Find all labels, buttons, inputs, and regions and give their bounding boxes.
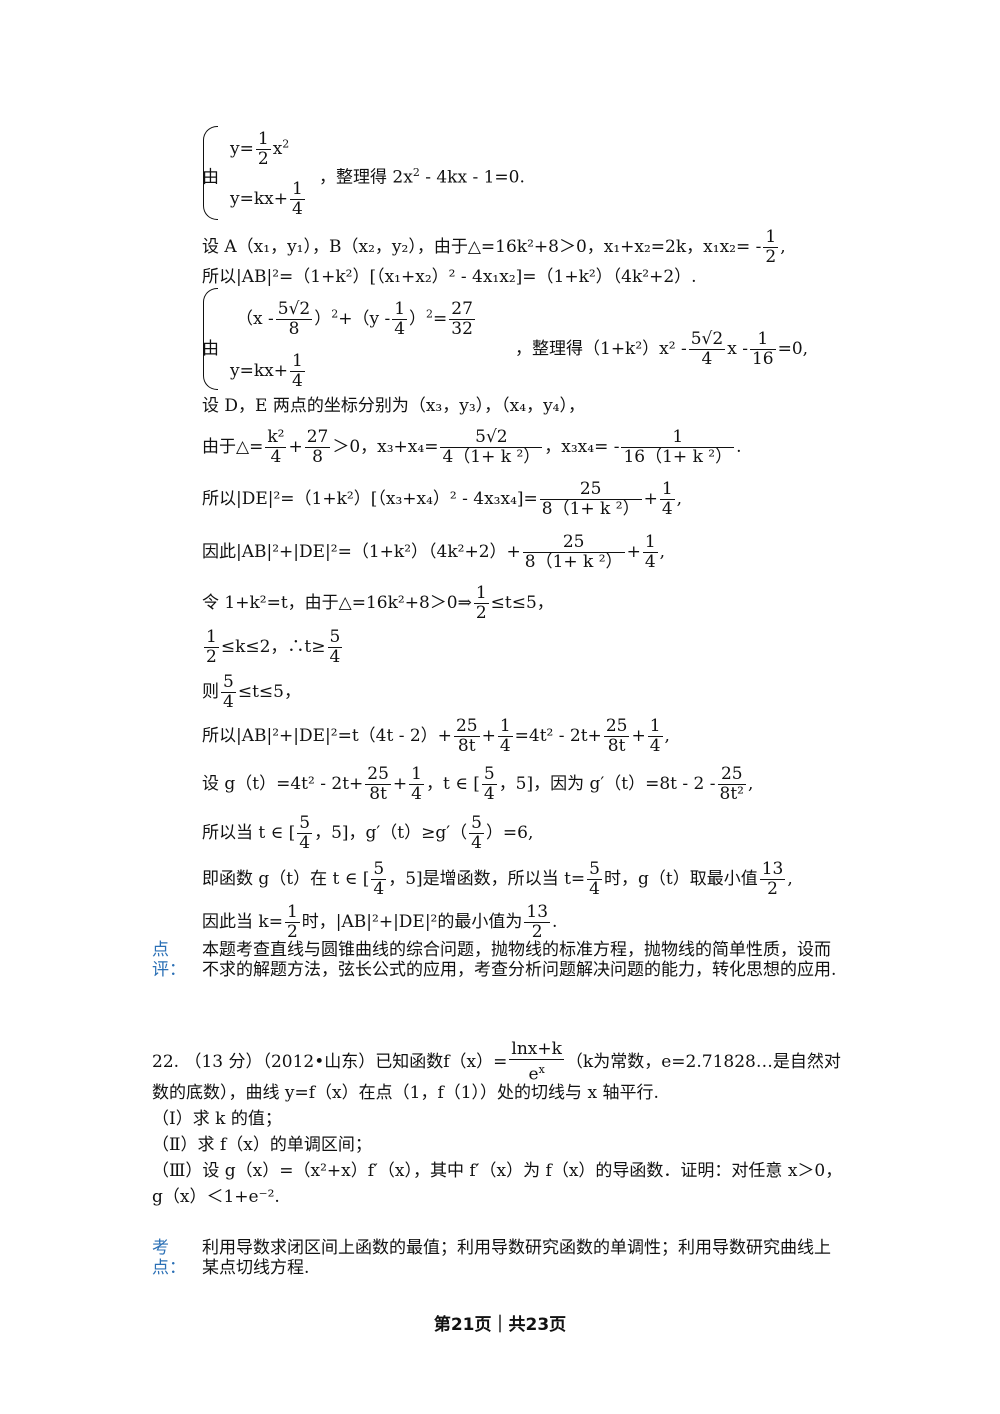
question-part-1: （Ⅰ）求 k 的值； [152,1109,282,1129]
comment-label: 点评： [152,940,186,980]
page-footer: 第21页｜共23页 [433,1315,567,1335]
text-line: 设 D，E 两点的坐标分别为（x₃，y₃），（x₄，y₄）， [202,396,585,416]
question-part-2: （Ⅱ）求 f（x）的单调区间； [152,1135,372,1155]
text-line: 所以|AB|²=（1+k²）[（x₁+x₂）² - 4x₁x₂]=（1+k²）（… [202,267,697,287]
question-line: g（x）＜1+e⁻². [152,1187,280,1207]
question-line: 数的底数），曲线 y=f（x）在点（1，f（1））处的切线与 x 轴平行. [152,1083,659,1103]
text-line: 设 A（x₁，y₁），B（x₂，y₂），由于△=16k²+8＞0，x₁+x₂=2… [202,227,786,267]
question-part-3: （Ⅲ）设 g（x）=（x²+x）f′（x），其中 f′（x）为 f（x）的导函数… [152,1161,843,1181]
comment-text: 本题考查直线与圆锥曲线的综合问题，抛物线的标准方程，抛物线的简单性质，设而不求的… [202,940,837,980]
topic-text: 利用导数求闭区间上函数的最值；利用导数研究函数的单调性；利用导数研究曲线上某点切… [202,1238,831,1278]
text-line: 由，整理得 2x2 - 4kx - 1=0. [202,166,525,188]
topic-label: 考点： [152,1238,186,1278]
